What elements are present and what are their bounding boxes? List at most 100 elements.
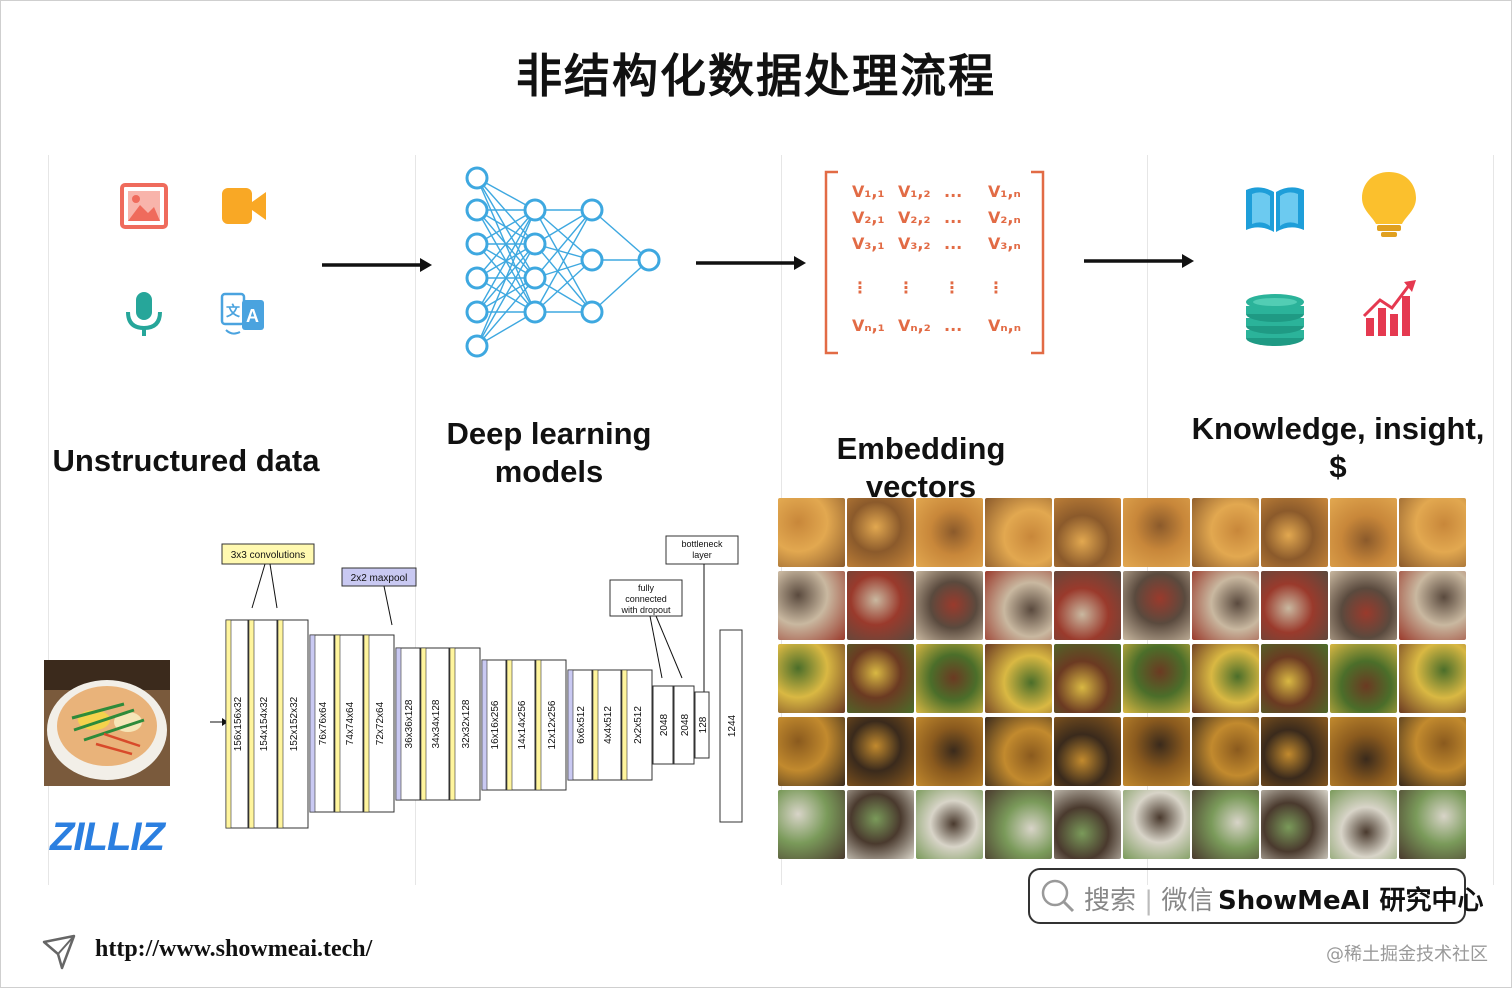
pool-annotation: 2x2 maxpool bbox=[351, 573, 408, 584]
cnn-layer-box bbox=[719, 629, 743, 823]
flow-arrow-3 bbox=[1084, 254, 1194, 268]
nn-node bbox=[580, 248, 604, 272]
cnn-layer-strip bbox=[506, 659, 513, 791]
nn-node bbox=[637, 248, 661, 272]
matrix-cell: ... bbox=[944, 182, 963, 201]
annotation-pointer bbox=[383, 585, 393, 626]
matrix-cell: ... bbox=[944, 234, 963, 253]
food-thumbnail bbox=[985, 717, 1052, 786]
food-image-grid bbox=[778, 498, 1468, 862]
cnn-layer-label: 128 bbox=[698, 716, 709, 733]
cnn-layer-label: 12x12x256 bbox=[547, 700, 558, 749]
column-divider bbox=[48, 155, 49, 885]
matrix-cell: V₁,₁ bbox=[852, 182, 885, 201]
matrix-cell: V₁,₂ bbox=[898, 182, 931, 201]
cnn-layer-label: 154x154x32 bbox=[259, 696, 270, 751]
matrix-cell: V₁,ₙ bbox=[988, 182, 1021, 201]
matrix-cell: V₃,₁ bbox=[852, 234, 885, 253]
svg-text:A: A bbox=[246, 306, 259, 326]
food-thumbnail bbox=[1330, 717, 1397, 786]
matrix-cell: ⋮ bbox=[852, 278, 868, 297]
page-title: 非结构化数据处理流程 bbox=[516, 49, 996, 103]
fc-annotation-line: connected bbox=[625, 594, 667, 604]
food-thumbnail bbox=[1399, 644, 1466, 713]
matrix-cell: Vₙ,ₙ bbox=[988, 316, 1022, 335]
food-thumbnail bbox=[847, 571, 914, 640]
nn-node bbox=[465, 232, 489, 256]
flow-arrow-1 bbox=[322, 258, 432, 272]
matrix-cell: ⋮ bbox=[988, 278, 1004, 297]
nn-node bbox=[465, 166, 489, 190]
cnn-layer-box bbox=[673, 685, 695, 765]
stage-label-line: $ bbox=[1329, 449, 1347, 484]
cnn-layer-strip bbox=[395, 647, 402, 801]
food-thumbnail bbox=[847, 498, 914, 567]
matrix-cell: ... bbox=[944, 316, 963, 335]
watermark: @稀土掘金技术社区 bbox=[1326, 944, 1488, 965]
food-thumbnail bbox=[1330, 790, 1397, 859]
food-thumbnail bbox=[1192, 498, 1259, 567]
food-thumbnail bbox=[1192, 571, 1259, 640]
column-divider bbox=[415, 155, 416, 885]
cnn-layer-box bbox=[652, 685, 674, 765]
nn-connection bbox=[476, 177, 536, 279]
cnn-layer-label: 34x34x128 bbox=[431, 699, 442, 748]
food-thumbnail bbox=[1192, 717, 1259, 786]
matrix-cell: V₂,₁ bbox=[852, 208, 885, 227]
ramen-photo bbox=[44, 660, 170, 786]
food-thumbnail bbox=[985, 571, 1052, 640]
video-camera-icon bbox=[222, 188, 266, 224]
translate-icon: 文 A bbox=[220, 292, 264, 335]
nn-node bbox=[465, 198, 489, 222]
pool-annotation-box bbox=[341, 567, 417, 587]
fc-annotation-box bbox=[609, 579, 683, 617]
nn-node bbox=[465, 300, 489, 324]
bottleneck-annotation-line: bottleneck bbox=[681, 539, 723, 549]
annotation-pointer bbox=[649, 615, 663, 679]
stage-label-line: models bbox=[494, 454, 604, 489]
fc-annotation-line: with dropout bbox=[620, 605, 671, 615]
matrix-cell: V₃,ₙ bbox=[988, 234, 1021, 253]
matrix-cell: ... bbox=[944, 208, 963, 227]
matrix-cell: V₂,ₙ bbox=[988, 208, 1021, 227]
nn-connection bbox=[534, 209, 593, 261]
food-thumbnail bbox=[1399, 790, 1466, 859]
food-thumbnail bbox=[916, 644, 983, 713]
matrix-cell: ⋮ bbox=[898, 278, 914, 297]
stage-label-knowledge: Knowledge, insight, $ bbox=[1190, 410, 1486, 486]
cnn-layer-strip bbox=[309, 634, 316, 813]
food-thumbnail bbox=[1054, 790, 1121, 859]
cnn-architecture-diagram: 3x3 convolutions 2x2 maxpool fully conne… bbox=[210, 535, 743, 829]
food-thumbnail bbox=[1399, 717, 1466, 786]
food-thumbnail bbox=[778, 717, 845, 786]
food-thumbnail bbox=[1261, 571, 1328, 640]
bottleneck-annotation-box bbox=[665, 535, 739, 565]
website-url[interactable]: http://www.showmeai.tech/ bbox=[95, 936, 373, 962]
open-book-icon bbox=[1246, 187, 1304, 232]
food-thumbnail bbox=[847, 644, 914, 713]
zilliz-logo: ZILLIZ bbox=[50, 815, 165, 859]
food-thumbnail bbox=[1330, 571, 1397, 640]
food-thumbnail bbox=[1123, 790, 1190, 859]
cnn-layer-strip bbox=[363, 634, 370, 813]
bottleneck-annotation-line: layer bbox=[692, 550, 712, 560]
food-thumbnail bbox=[778, 571, 845, 640]
nn-node bbox=[523, 266, 547, 290]
food-thumbnail bbox=[1054, 498, 1121, 567]
cnn-layer-box bbox=[694, 691, 710, 759]
cnn-layer-label: 152x152x32 bbox=[289, 696, 300, 751]
nn-connection bbox=[534, 243, 593, 313]
wechat-search-box[interactable] bbox=[1028, 868, 1466, 924]
svg-text:文: 文 bbox=[226, 303, 241, 319]
matrix-cell: ⋮ bbox=[944, 278, 960, 297]
food-thumbnail bbox=[985, 790, 1052, 859]
search-icon bbox=[1041, 879, 1075, 913]
search-hint: 搜索 | 微信 bbox=[1084, 880, 1213, 917]
food-thumbnail bbox=[916, 498, 983, 567]
food-thumbnail bbox=[916, 790, 983, 859]
annotation-pointer bbox=[655, 615, 683, 679]
cnn-layer-label: 32x32x128 bbox=[461, 699, 472, 748]
food-thumbnail bbox=[1123, 498, 1190, 567]
cnn-layer-strip bbox=[225, 619, 232, 829]
